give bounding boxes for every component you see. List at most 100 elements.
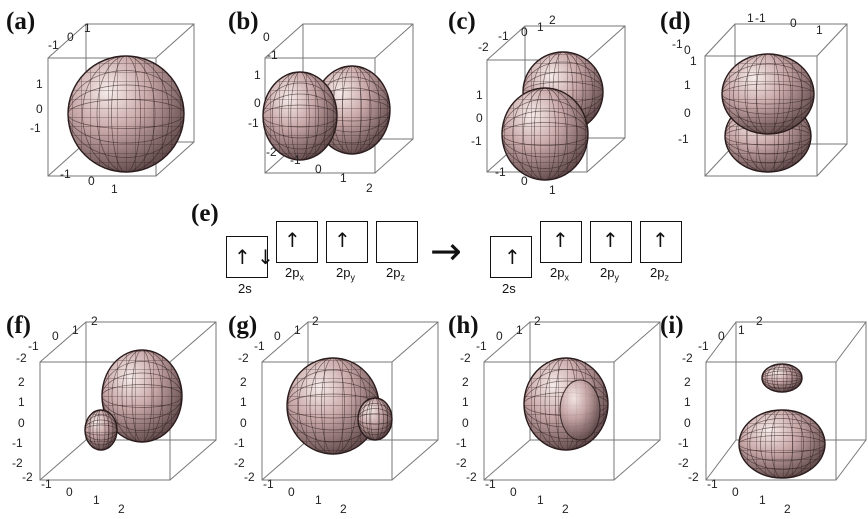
tick-c-top: 2	[549, 13, 556, 27]
box-b-edge-3	[374, 138, 414, 174]
panel-label-a: (a)	[6, 8, 36, 35]
tick-h-bottom: 2	[562, 502, 569, 516]
box-g-edge-1	[391, 321, 439, 363]
tick-i-left: -2	[682, 351, 693, 365]
lobe-i-major-parallel	[738, 418, 826, 470]
orbital-box-2pz-ground	[376, 221, 418, 263]
tick-a-bottom: 0	[88, 174, 95, 188]
tick-h-left: 0	[462, 416, 469, 430]
panel-label-e: (e)	[191, 200, 219, 227]
tick-i-bottom: 0	[732, 485, 739, 499]
lobe-a-sphere-parallel	[67, 70, 185, 158]
tick-d-top: 1	[747, 11, 754, 25]
lobe-f-minor-parallel	[84, 414, 118, 446]
tick-i-top: 1	[738, 323, 745, 337]
box-h-edge-3	[613, 439, 661, 481]
lobe-d-top-meridian	[733, 53, 803, 135]
tick-g-bottom: -1	[263, 477, 274, 491]
tick-b-left: 0	[254, 96, 261, 110]
tick-d-left: 1	[684, 78, 691, 92]
tick-d-left: 1	[690, 54, 697, 68]
tick-d-top: 0	[790, 16, 797, 30]
spin-up-arrow: ↑	[652, 228, 669, 252]
box-f-edge-1	[169, 321, 217, 363]
orbital-box-2s-excited	[490, 236, 532, 278]
tick-g-left: 1	[240, 395, 247, 409]
tick-h-top: 1	[516, 323, 523, 337]
panel-label-b: (b)	[228, 8, 259, 35]
tick-h-bottom: 0	[510, 485, 517, 499]
tick-g-left: -2	[234, 456, 245, 470]
orbital-box-2px-excited	[540, 221, 582, 263]
tick-a-bottom: 1	[111, 182, 118, 196]
orbital-label-2px-ground: 2px	[285, 265, 304, 283]
box-a-edge-3	[155, 141, 195, 177]
tick-f-bottom: 1	[93, 493, 100, 507]
orbital-label-2pz-excited: 2pz	[650, 265, 669, 283]
tick-f-top: 1	[72, 323, 79, 337]
spin-up-arrow: ↑	[284, 228, 301, 252]
spin-up-arrow: ↑	[504, 245, 521, 269]
tick-c-top: -1	[498, 29, 509, 43]
lobe-i-minor-parallel	[761, 367, 803, 389]
tick-d-left: 0	[684, 106, 691, 120]
tick-d-top: 1	[816, 23, 823, 37]
tick-d-left: -1	[678, 132, 689, 146]
tick-f-top: 2	[91, 314, 98, 328]
tick-f-left: 0	[18, 416, 25, 430]
lobe-c-front-meridian	[512, 87, 578, 181]
tick-c-bottom: -1	[495, 165, 506, 179]
tick-f-bottom: -2	[22, 470, 33, 484]
lobe-d-top-parallel	[721, 63, 815, 125]
tick-i-top: 0	[718, 329, 725, 343]
tick-b-bottom: 0	[315, 162, 322, 176]
box-g-edge-2	[261, 439, 309, 481]
tick-f-top: -1	[28, 339, 39, 353]
box-g-edge-3	[391, 439, 439, 481]
tick-f-bottom: 2	[118, 502, 125, 516]
box-i-edge-0	[705, 321, 737, 363]
orbital-label-2s-excited: 2s	[502, 281, 516, 296]
box-f-edge-0	[39, 321, 87, 363]
tick-i-bottom: 1	[759, 493, 766, 507]
tick-c-top: 0	[521, 25, 528, 39]
tick-a-top: 0	[67, 30, 74, 44]
tick-c-bottom: 1	[549, 183, 556, 197]
tick-b-bottom: -1	[290, 153, 301, 167]
tick-b-top: -1	[267, 48, 278, 62]
tick-b-bottom: -2	[266, 145, 277, 159]
tick-d-left: -1	[672, 37, 683, 51]
tick-h-top: 0	[496, 329, 503, 343]
box-a-edge-1	[155, 23, 195, 59]
tick-c-top: 1	[537, 20, 544, 34]
tick-h-bottom: 1	[537, 493, 544, 507]
tick-h-bottom: -1	[485, 477, 496, 491]
box-h-edge-1	[613, 321, 661, 363]
tick-c-bottom: 0	[521, 174, 528, 188]
tick-f-left: -1	[12, 436, 23, 450]
lobe-f-major-parallel	[101, 361, 183, 431]
tick-g-top: 0	[274, 329, 281, 343]
tick-f-left: 1	[18, 395, 25, 409]
orbital-label-2px-excited: 2px	[550, 265, 569, 283]
tick-f-left: -2	[16, 351, 27, 365]
tick-g-left: 0	[240, 416, 247, 430]
lobe-b-front-mesh	[263, 72, 337, 160]
orbital-box-2pz-excited	[640, 221, 682, 263]
tick-g-bottom: 2	[340, 502, 347, 516]
tick-c-left: -1	[471, 134, 482, 148]
tick-g-bottom: -2	[244, 470, 255, 484]
tick-i-left: 0	[684, 416, 691, 430]
tick-h-left: -2	[460, 351, 471, 365]
tick-a-left: 1	[36, 77, 43, 91]
tick-g-left: -2	[238, 351, 249, 365]
box-a-edge-0	[47, 23, 87, 59]
lobe-d-top-mesh	[722, 54, 814, 134]
lobe-a-sphere-mesh	[68, 56, 184, 172]
tick-h-top: 2	[534, 314, 541, 328]
tick-f-bottom: 0	[66, 485, 73, 499]
tick-g-bottom: 1	[315, 493, 322, 507]
box-d-edge-3	[816, 143, 848, 177]
tick-f-left: -2	[12, 456, 23, 470]
box-d-edge-0	[704, 23, 736, 57]
